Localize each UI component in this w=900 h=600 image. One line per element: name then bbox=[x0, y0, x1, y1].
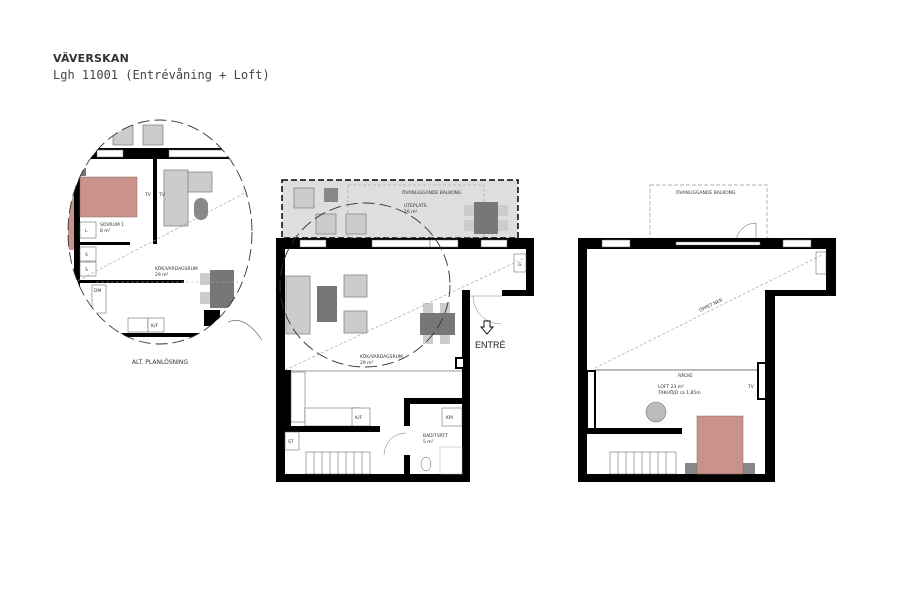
entrance-floor-plan: ÖVANLIGGANDE BALKONG UTEPLATS 16 m² G KÖ… bbox=[276, 179, 534, 482]
closet-label: G bbox=[518, 262, 522, 268]
stairs bbox=[609, 451, 677, 475]
loft-floor-plan: ÖVANLIGGANDE BALKONG ÖPPET NER RÄCKE TV … bbox=[578, 184, 836, 482]
room-label-living: KÖK/VARDAGSRUM bbox=[155, 265, 198, 272]
washer-label: KM bbox=[446, 415, 453, 421]
window bbox=[601, 239, 631, 248]
dining-table bbox=[210, 270, 234, 308]
wall bbox=[68, 148, 252, 159]
room-label-loft: LOFT 23 m² bbox=[658, 384, 684, 390]
window bbox=[480, 239, 508, 248]
entrance-door bbox=[472, 295, 502, 325]
bathroom-door bbox=[383, 432, 407, 456]
room-area-bedroom: 8 m² bbox=[100, 228, 111, 234]
fridge-label: K/F bbox=[355, 415, 362, 421]
window bbox=[782, 239, 812, 248]
pointer-arrow-icon bbox=[227, 320, 263, 341]
alt-plan-detail: SOVRUM 1 8 m² L S S KÖK/VARDAGSRUM 29 m²… bbox=[67, 119, 263, 366]
wardrobe-label: L bbox=[85, 228, 88, 234]
room-label-living: KÖK/VARDAGSRUM bbox=[360, 353, 403, 360]
armchair bbox=[645, 401, 667, 423]
bed bbox=[696, 415, 744, 475]
dining-table bbox=[420, 313, 455, 335]
project-title: VÄVERSKAN bbox=[53, 52, 129, 65]
coffee-table bbox=[317, 286, 337, 322]
railing bbox=[595, 369, 757, 371]
armchair bbox=[343, 274, 368, 298]
sofa bbox=[285, 275, 311, 335]
fridge-label: K/F bbox=[151, 323, 158, 329]
window bbox=[96, 149, 124, 158]
wall bbox=[153, 159, 157, 244]
balcony-above-label: ÖVANLIGGANDE BALKONG bbox=[402, 189, 462, 196]
room-area-bathroom: 5 m² bbox=[423, 439, 434, 445]
stairs bbox=[305, 451, 371, 475]
room-label-bedroom: SOVRUM 1 bbox=[100, 222, 124, 228]
detail-outline bbox=[279, 202, 451, 368]
storage-label: S bbox=[85, 252, 88, 258]
window bbox=[371, 239, 431, 248]
room-label-bathroom: BAD/TVÄTT bbox=[423, 432, 448, 439]
alt-plan-caption: ALT. PLANLÖSNING bbox=[132, 359, 188, 366]
entrance-label: ENTRÉ bbox=[475, 340, 506, 350]
open-below-label: ÖPPET NER bbox=[698, 296, 724, 313]
chair bbox=[112, 124, 134, 146]
sofa bbox=[163, 169, 189, 227]
chair bbox=[142, 124, 164, 146]
bed-outside bbox=[68, 190, 74, 250]
bed bbox=[79, 176, 138, 218]
tv-label: TV bbox=[158, 192, 166, 198]
room-area-living: 29 m² bbox=[360, 360, 374, 366]
balcony-door bbox=[429, 239, 459, 248]
dishwasher-label: DM bbox=[94, 288, 101, 294]
window bbox=[168, 149, 230, 158]
storage-label: ST bbox=[288, 439, 294, 445]
detail-circle bbox=[67, 119, 253, 345]
tv-label: TV bbox=[144, 192, 152, 198]
patio-table bbox=[474, 202, 498, 234]
tv-label: TV bbox=[747, 384, 755, 390]
ceiling-height-label: TAKHÖJD ca 1,85m bbox=[657, 389, 701, 396]
balcony-above-label: ÖVANLIGGANDE BALKONG bbox=[676, 189, 736, 196]
storage-label: S bbox=[85, 267, 88, 273]
window bbox=[299, 239, 327, 248]
entrance-arrow-icon bbox=[480, 320, 494, 335]
shower bbox=[439, 446, 463, 475]
armchair bbox=[343, 310, 368, 334]
ottoman bbox=[194, 198, 208, 220]
room-area-living: 29 m² bbox=[155, 272, 169, 278]
toilet bbox=[420, 456, 432, 472]
apartment-subtitle: Lgh 11001 (Entrévåning + Loft) bbox=[53, 68, 270, 82]
railing-label: RÄCKE bbox=[678, 372, 693, 379]
room-label-patio: UTEPLATS bbox=[404, 203, 427, 209]
room-area-patio: 16 m² bbox=[404, 209, 418, 215]
chair bbox=[293, 187, 315, 209]
